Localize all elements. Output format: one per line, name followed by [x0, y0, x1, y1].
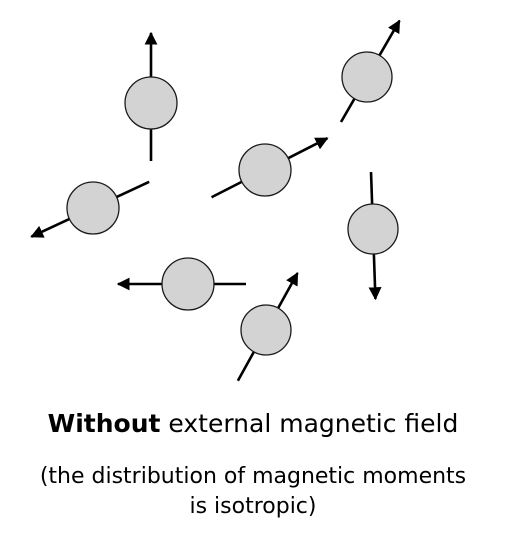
particle-circle	[124, 76, 178, 130]
particle-circle	[161, 257, 215, 311]
caption-title-bold: Without	[47, 409, 161, 438]
caption-title: Without external magnetic field	[0, 408, 506, 440]
particle-4	[30, 180, 150, 238]
particle-2	[339, 19, 401, 123]
caption-subtitle-line-1: (the distribution of magnetic moments	[39, 464, 467, 489]
particle-3	[210, 137, 329, 199]
particle-7	[236, 272, 299, 382]
particles-group	[30, 19, 401, 382]
particle-6	[116, 257, 246, 311]
particle-circle	[240, 304, 292, 356]
particle-circle	[238, 143, 292, 197]
particle-circle	[347, 203, 399, 255]
magnetic-moments-diagram	[30, 19, 401, 382]
caption-subtitle-line-2: is isotropic)	[189, 494, 317, 519]
particle-circle	[66, 181, 120, 235]
particle-5	[347, 171, 399, 301]
particle-circle	[341, 51, 393, 103]
caption-subtitle: (the distribution of magnetic moments is …	[0, 462, 506, 522]
particle-1	[124, 31, 178, 161]
caption-title-rest: external magnetic field	[160, 409, 459, 438]
